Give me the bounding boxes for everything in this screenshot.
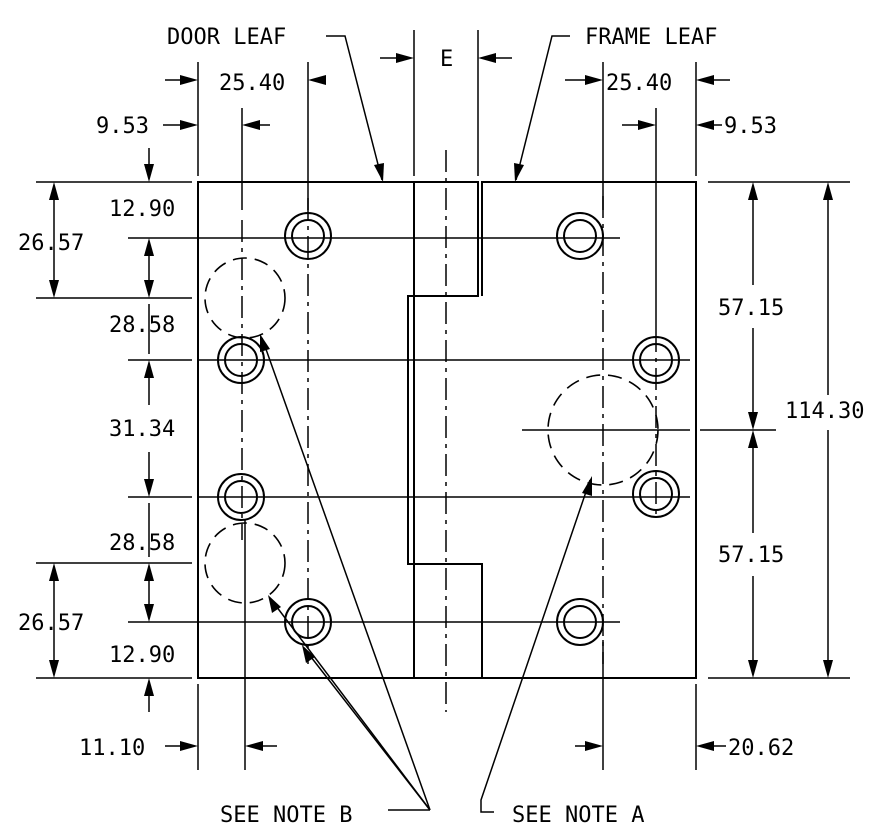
horizontal-extension-lines — [36, 181, 850, 679]
screw-hole — [632, 470, 680, 518]
see-note-a-label: SEE NOTE A — [512, 803, 644, 828]
door-leaf-outline — [197, 181, 415, 679]
e-label: E — [440, 47, 453, 72]
see-note-b-label: SEE NOTE B — [220, 803, 352, 828]
dim-door-bottom-offset: 12.90 — [109, 643, 175, 668]
dim-door-bottom-span: 26.57 — [18, 611, 84, 636]
frame-leaf-outline — [481, 181, 697, 679]
dim-door-edge-offset: 9.53 — [96, 114, 149, 139]
frame-leaf-label: FRAME LEAF — [585, 25, 717, 50]
door-screw-holes — [217, 212, 332, 646]
labels: DOOR LEAF FRAME LEAF E SEE NOTE B SEE NO… — [18, 25, 864, 828]
dim-door-bottom-x: 11.10 — [79, 736, 145, 761]
dim-frame-lower-half: 57.15 — [718, 543, 784, 568]
dim-frame-upper-half: 57.15 — [718, 296, 784, 321]
dim-frame-edge-offset: 9.53 — [724, 114, 777, 139]
dim-frame-bottom-x: 20.62 — [728, 736, 794, 761]
dim-door-top-offset: 12.90 — [109, 197, 175, 222]
vertical-extension-lines — [197, 30, 697, 770]
screw-hole — [284, 212, 332, 260]
dim-frame-top-width: 25.40 — [606, 71, 672, 96]
dim-door-upper-gap: 28.58 — [109, 313, 175, 338]
door-leaf-label: DOOR LEAF — [167, 25, 286, 50]
dim-door-middle-gap: 31.34 — [109, 417, 175, 442]
dim-door-top-width: 25.40 — [219, 71, 285, 96]
dim-door-top-span: 26.57 — [18, 231, 84, 256]
knuckle-outline — [407, 181, 483, 679]
arrowheads — [49, 53, 833, 751]
screw-hole — [556, 212, 604, 260]
dim-door-lower-gap: 28.58 — [109, 531, 175, 556]
dim-overall-height: 114.30 — [785, 399, 864, 424]
frame-screw-holes — [556, 212, 680, 646]
leader-lines — [260, 35, 592, 813]
